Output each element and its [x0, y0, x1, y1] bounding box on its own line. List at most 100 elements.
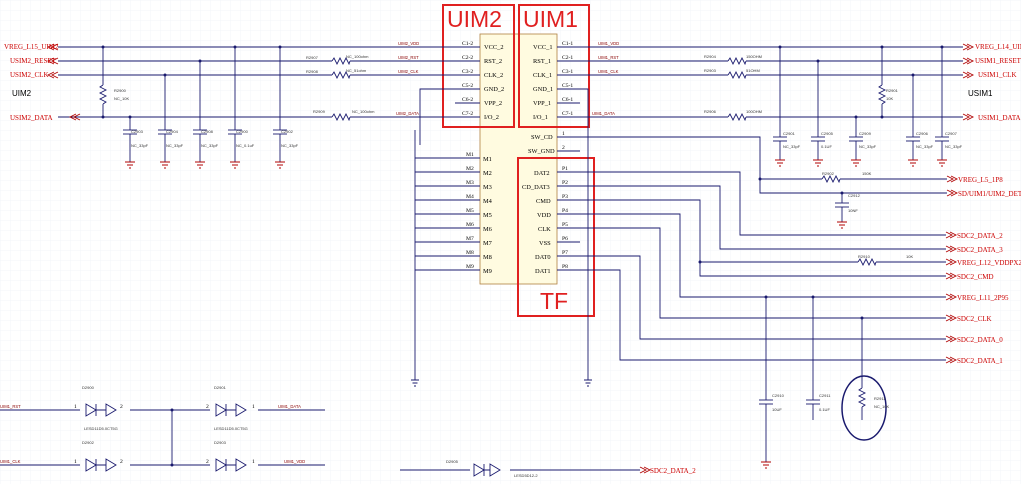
pin-digit: 2	[120, 404, 123, 410]
net-label: VREG_L12_VDDPX2_5	[957, 259, 1021, 267]
uim1-pin-name: GND_1	[533, 86, 553, 93]
part-ref: D2903	[214, 440, 227, 445]
left-caps: C2903 NC_33pF C2904 NC_33pF C2908 NC_33p…	[123, 45, 299, 169]
uim2-pin-num: C6-2	[462, 97, 473, 103]
uim2-pin-name: VCC_2	[484, 44, 504, 51]
wire-label: UIM1_CLK	[0, 459, 21, 464]
uim2-pin-name: I/O_2	[484, 114, 499, 121]
part-ref: C2900	[236, 129, 249, 134]
part-value: LESD11D5.0CT5G	[214, 426, 248, 431]
part-value: NC_33pF	[166, 143, 184, 148]
wire-label: UIM2_DATA	[396, 111, 419, 116]
tf-pin-num: P3	[562, 194, 568, 200]
net-label: SDC2_CMD	[957, 273, 994, 281]
part-value: 10NF	[848, 208, 858, 213]
part-ref: C2903	[131, 129, 144, 134]
net-label: VREG_L14_UIM1	[975, 43, 1021, 51]
part-value: NC_33pF	[916, 144, 934, 149]
sw-pin-name: SW_GND	[528, 148, 555, 155]
uim1-pin-name: CLK_1	[533, 72, 552, 79]
tf-pin-num: P7	[562, 250, 568, 256]
pin-digit: 1	[74, 404, 77, 410]
pin-digit: 1	[252, 459, 255, 465]
part-value: 10UF	[772, 407, 782, 412]
m-pin-name: M3	[483, 184, 492, 191]
part-ref: D2901	[214, 385, 227, 390]
m-pin-num: M2	[466, 166, 474, 172]
uim1-pin-num: C6-1	[562, 97, 573, 103]
wire-label: UIM1_RST	[598, 55, 619, 60]
pin-digit: 2	[206, 404, 209, 410]
part-ref: R2900	[114, 88, 127, 93]
switch-pins: 1 2 SW_CD SW_GND	[528, 131, 580, 155]
right-uim-nets: VREG_L14_UIM1 USIM1_RESET USIM1_CLK USIM…	[580, 41, 1021, 122]
m-pin-num: M8	[466, 250, 474, 256]
net-label: USIM1_CLK	[978, 71, 1017, 79]
uim1-pin-name: I/O_1	[533, 114, 548, 121]
part-ref: R2901	[886, 88, 899, 93]
uim2-label: UIM2	[447, 6, 502, 32]
part-ref: R2909	[313, 109, 326, 114]
part-ref: R2904	[704, 54, 717, 59]
part-value: NC_10K	[874, 404, 889, 409]
tf-label: TF	[540, 288, 568, 314]
uim1-pin-num: C5-1	[562, 83, 573, 89]
uim2-pins: C1-2 C2-2 C3-2 C5-2 C6-2 C7-2 VCC_2 RST_…	[455, 41, 504, 121]
m-pin-name: M4	[483, 198, 493, 205]
net-label: SD/UIM1/UIM2_DET	[958, 190, 1021, 198]
uim1-label: UIM1	[523, 6, 578, 32]
uim2-highlight-box	[442, 4, 515, 128]
net-label: SDC2_CLK	[957, 315, 992, 323]
part-value: 10K	[886, 96, 893, 101]
part-ref: C2912	[848, 193, 861, 198]
part-value: LESD5D12-2	[514, 473, 538, 478]
wire-label: UIM2_RST	[398, 55, 419, 60]
part-ref: C2904	[166, 129, 179, 134]
tf-pin-name: VSS	[539, 240, 551, 247]
part-value: NC_33pF	[281, 143, 299, 148]
tf-pin-name: CMD	[536, 198, 551, 205]
part-value: 100OHM	[746, 109, 762, 114]
uim2-pin-num: C3-2	[462, 69, 473, 75]
uim1-pin-num: C3-1	[562, 69, 573, 75]
uim2-pin-name: VPP_2	[484, 100, 502, 107]
part-ref: C2902	[281, 129, 294, 134]
m-pin-num: M4	[466, 194, 474, 200]
part-ref: D2900	[82, 385, 95, 390]
tf-pins: P1 P2 P3 P4 P5 P6 P7 P8 DAT2 CD_DAT3 CMD…	[522, 166, 580, 275]
net-label: SDC2_DATA_2	[650, 467, 696, 475]
uim2-pin-num: C5-2	[462, 83, 473, 89]
part-ref: C2911	[819, 393, 831, 398]
mechanical-pins: M1 M2 M3 M4 M5 M6 M7 M8 M9 M1 M2 M3 M4 M…	[414, 130, 493, 380]
part-ref: R2903	[704, 68, 717, 73]
part-value: NC_33pF	[859, 144, 877, 149]
part-value: NC_33pF	[131, 143, 149, 148]
tf-pin-name: CLK	[538, 226, 551, 233]
tf-pin-num: P5	[562, 222, 568, 228]
m-pin-num: M3	[466, 180, 474, 186]
m-pin-name: M6	[483, 226, 492, 233]
left-pullup: R2900 NC_10K	[98, 45, 129, 119]
part-ref: R2906	[704, 109, 717, 114]
part-ref: C2901	[783, 131, 796, 136]
net-label: SDC2_DATA_2	[957, 232, 1003, 240]
net-label: VREG_L5_1P8	[958, 176, 1003, 184]
uim1-pins: C1-1 C2-1 C3-1 C5-1 C6-1 C7-1 VCC_1 RST_…	[533, 41, 580, 121]
uim1-pin-num: C1-1	[562, 41, 573, 47]
uim2-pin-name: GND_2	[484, 86, 504, 93]
wire-label: UIM2_CLK	[398, 69, 419, 74]
part-value: NC_51ohm	[346, 68, 367, 73]
sw-pin-num: 1	[562, 131, 565, 137]
m-pin-name: M2	[483, 170, 492, 177]
right-pullup: R2901 10K	[877, 45, 899, 119]
esd-diodes: UIM1_RST UIM1_DATA UIM1_CLK UIM1_VDD D29…	[0, 385, 696, 478]
tf-caps: C2910 10UF C2911 0.1UF R2911 NC_10K	[759, 295, 889, 469]
tf-highlight-box	[517, 157, 595, 317]
m-pin-name: M5	[483, 212, 492, 219]
m-pin-name: M1	[483, 156, 492, 163]
m-pin-name: M9	[483, 268, 492, 275]
m-pin-num: M6	[466, 222, 474, 228]
part-value: 0.1UF	[819, 407, 830, 412]
part-ref: R2910	[858, 254, 871, 259]
part-ref: C2905	[821, 131, 834, 136]
